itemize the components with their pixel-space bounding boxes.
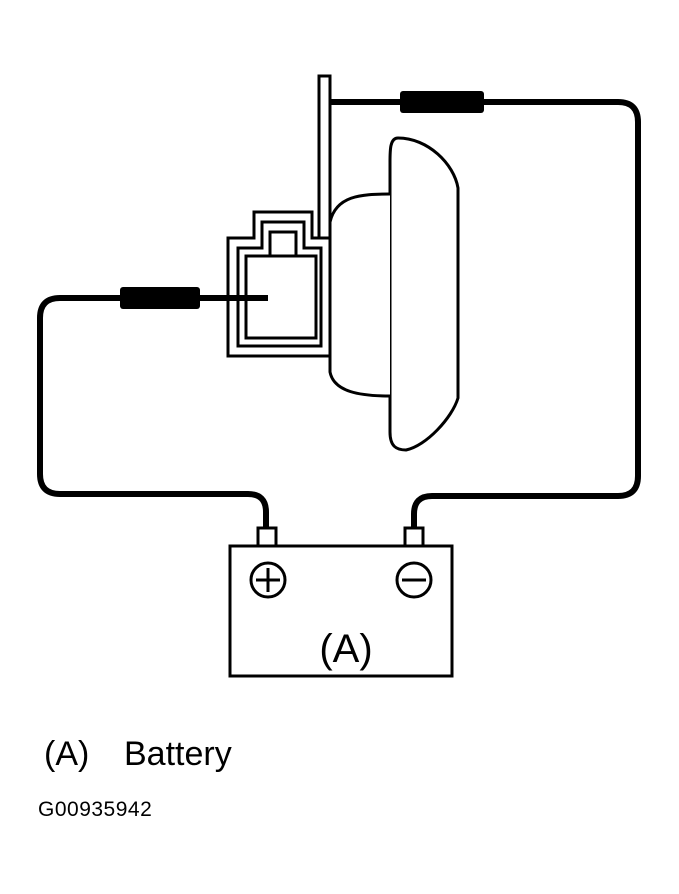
legend-item: (A) Battery xyxy=(44,734,232,774)
lamp-lens xyxy=(388,136,460,452)
figure-id: G00935942 xyxy=(38,798,153,821)
clip-negative xyxy=(400,91,484,113)
lamp-body xyxy=(328,192,391,398)
wire-positive xyxy=(37,295,269,528)
terminal-blade xyxy=(317,74,332,246)
battery-label: (A) xyxy=(319,627,372,671)
wire-negative xyxy=(411,99,641,528)
minus-circle-icon xyxy=(395,561,433,599)
legend-key: (A) xyxy=(44,735,90,773)
connector-latch xyxy=(268,230,298,258)
clip-positive xyxy=(120,287,200,309)
legend: (A) Battery xyxy=(44,734,232,774)
plus-circle-icon xyxy=(249,561,287,599)
legend-text: Battery xyxy=(124,735,232,773)
battery-terminal-negative xyxy=(403,526,425,548)
battery-terminal-positive xyxy=(256,526,278,548)
